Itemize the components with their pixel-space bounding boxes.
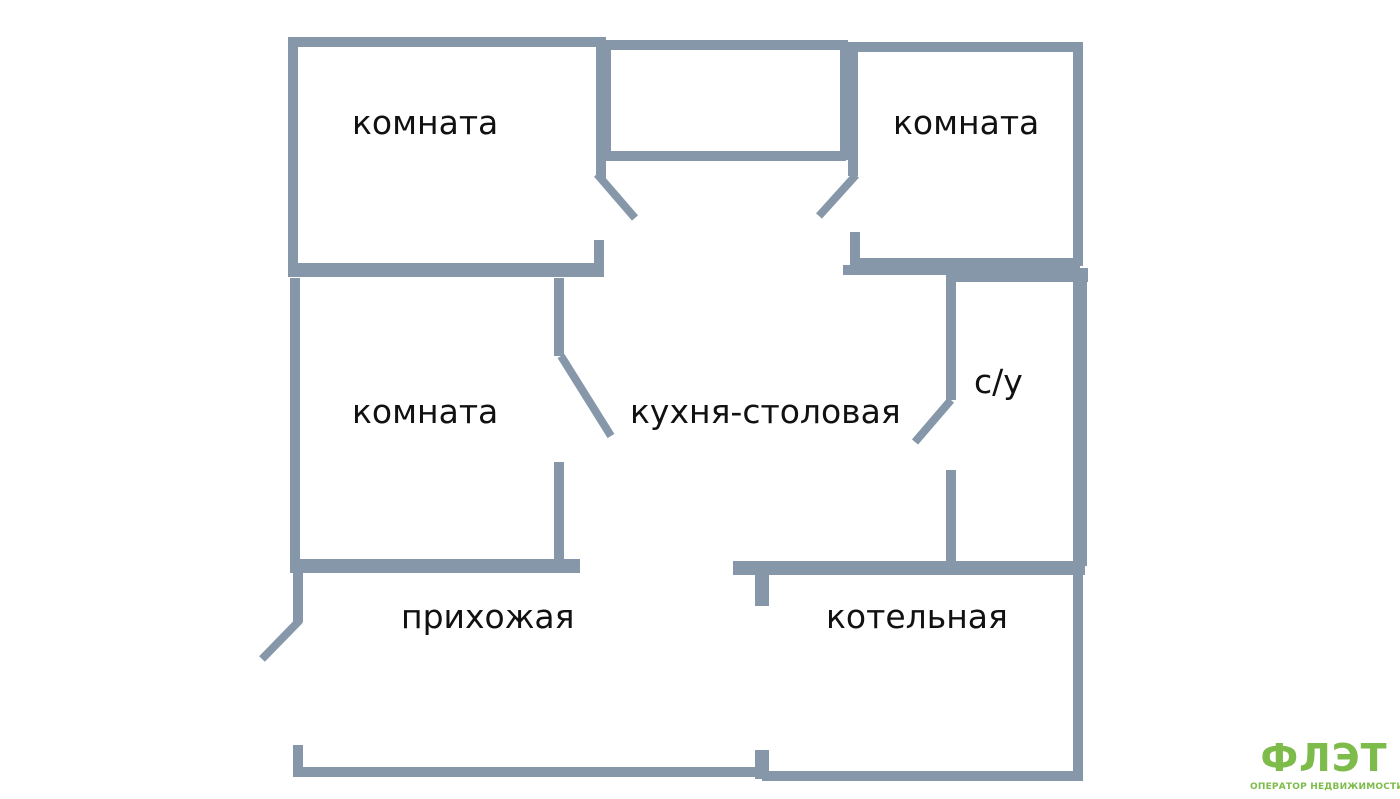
room-label-hallway: прихожая (401, 597, 575, 636)
door-bathroom (911, 397, 955, 445)
room-label-bathroom: с/у (974, 362, 1023, 401)
door-entrance (259, 617, 303, 662)
room-label-kitchen-dining: кухня-столовая (630, 392, 901, 431)
doors (259, 171, 955, 662)
outer-walls (288, 37, 1088, 781)
door-top-left-room (593, 171, 639, 221)
room-label-top-left: комната (352, 103, 499, 142)
logo-mark: ФЛЭТ (1260, 736, 1388, 780)
room-label-top-right: комната (893, 103, 1040, 142)
door-top-right-room (816, 172, 859, 219)
room-label-middle-left: комната (352, 392, 499, 431)
door-middle-left-room (557, 353, 615, 439)
logo-tagline: ОПЕРАТОР НЕДВИЖИМОСТИ (1250, 782, 1400, 792)
company-logo: ФЛЭТ ОПЕРАТОР НЕДВИЖИМОСТИ (1250, 736, 1400, 796)
room-label-boiler-room: котельная (826, 597, 1008, 636)
